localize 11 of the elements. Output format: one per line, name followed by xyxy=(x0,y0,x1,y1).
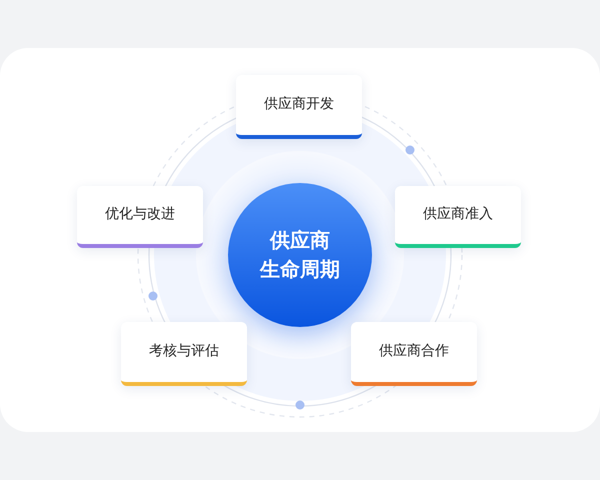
card-label: 供应商合作 xyxy=(379,342,449,360)
card-label: 供应商准入 xyxy=(423,205,493,223)
stage-card xyxy=(236,75,362,139)
card-label: 考核与评估 xyxy=(149,342,219,360)
card-label: 优化与改进 xyxy=(105,205,175,223)
stage-card xyxy=(77,186,203,248)
center-label: 供应商生命周期 xyxy=(260,227,340,283)
stage-card xyxy=(395,186,521,248)
stage-card xyxy=(351,322,477,386)
stage-card xyxy=(121,322,247,386)
card-label: 供应商开发 xyxy=(264,95,334,113)
